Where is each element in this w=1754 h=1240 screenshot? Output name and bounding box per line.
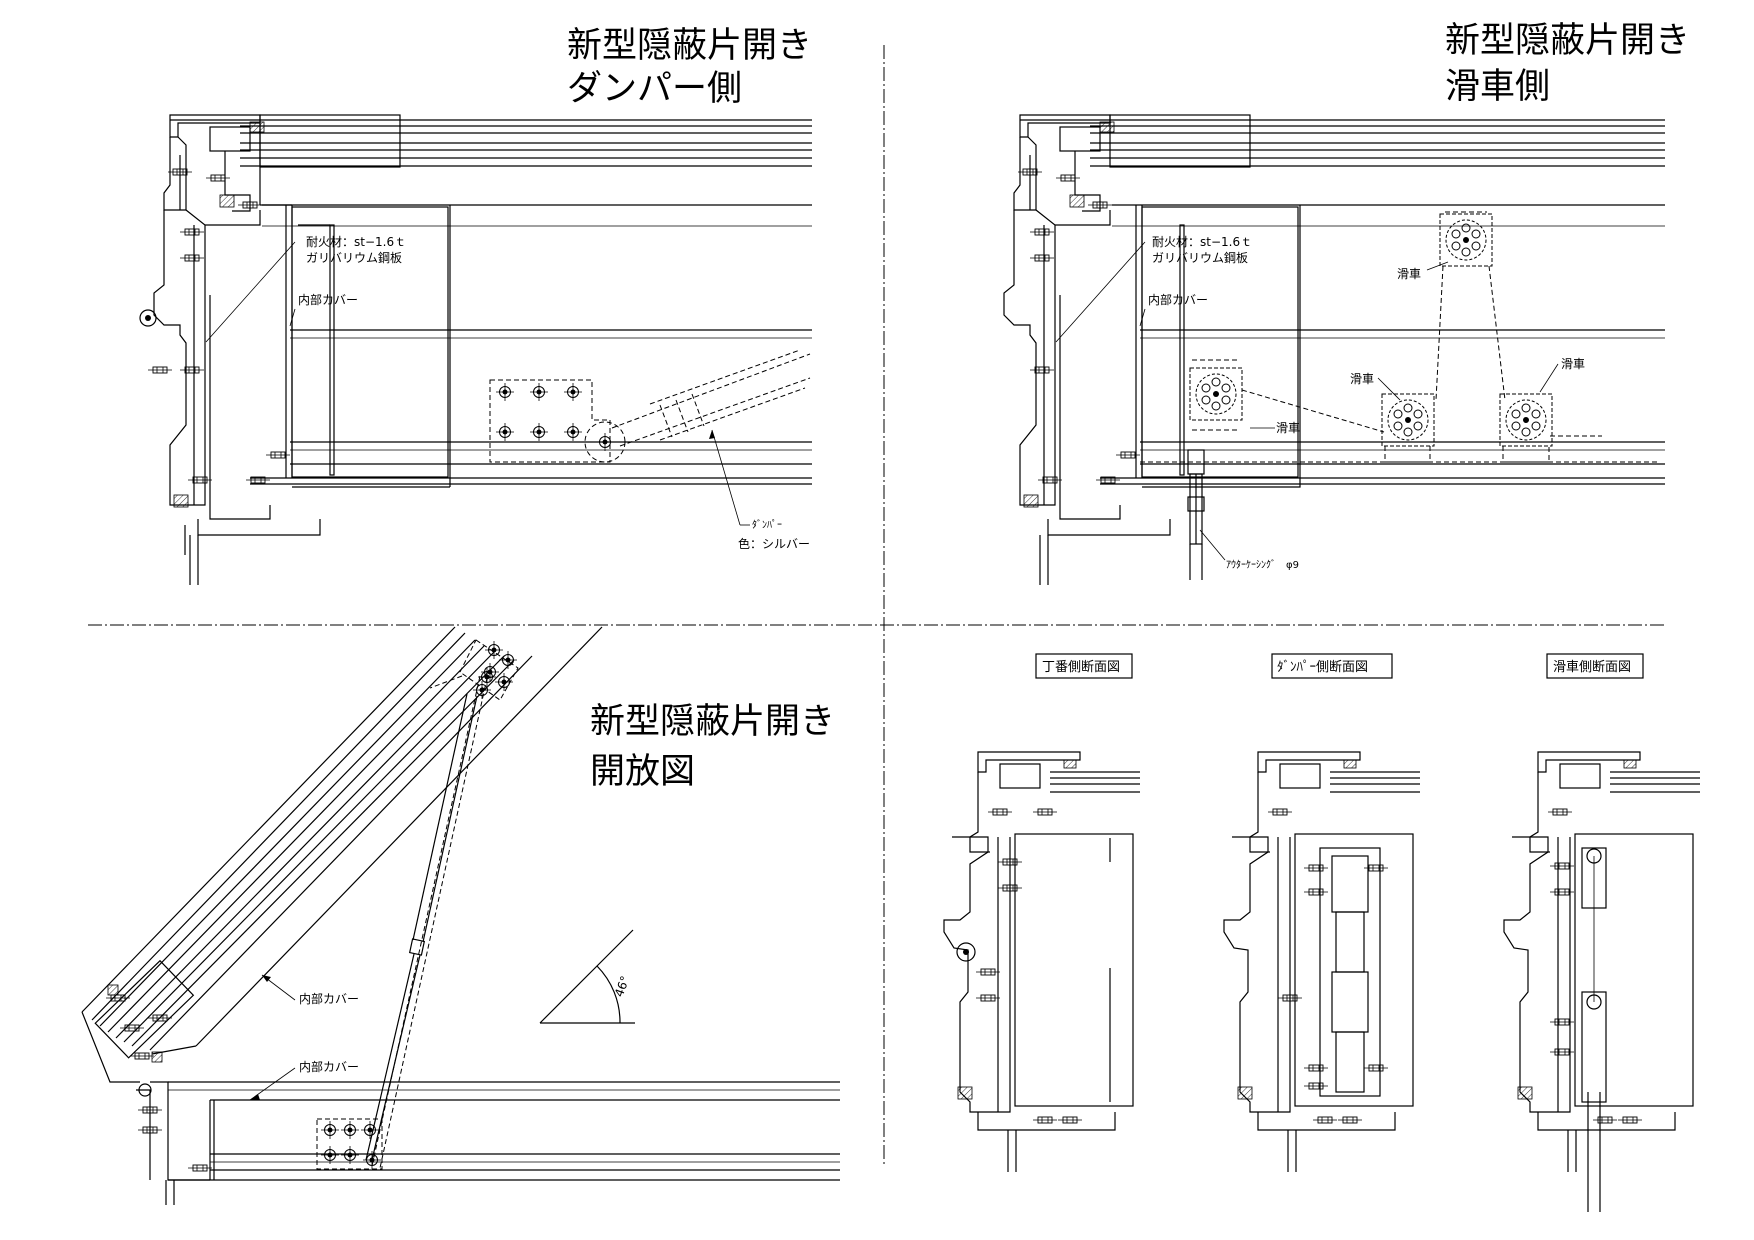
pulley-label-c: 滑車 <box>1276 421 1300 435</box>
damper-section <box>1223 751 1420 1172</box>
angle-indicator: 46° <box>539 929 635 1024</box>
svg-text:ﾀﾞﾝﾊﾟｰ側断面図: ﾀﾞﾝﾊﾟｰ側断面図 <box>1277 660 1368 675</box>
inner-cover-label: 内部カバー <box>298 292 358 307</box>
pulley-frame-profile <box>1003 114 1301 586</box>
pulley-cable <box>1140 265 1660 463</box>
title-top-right-line2: 滑車側 <box>1445 67 1550 107</box>
section-boxes: 丁番側断面図 ﾀﾞﾝﾊﾟｰ側断面図 滑車側断面図 <box>1035 653 1644 679</box>
open-sash-hardware <box>94 959 195 1063</box>
damper-cylinder <box>611 349 811 447</box>
pulley-inner-cover-label: 内部カバー <box>1148 292 1208 307</box>
box-hinge-section <box>1035 653 1133 679</box>
pulley-label-b: 滑車 <box>1350 372 1374 386</box>
fireproof-label-2: ガリバリウム鋼板 <box>306 251 402 265</box>
pulley-sash-glazing <box>1020 119 1665 485</box>
pulley-1 <box>1189 367 1243 421</box>
outer-casing <box>1187 449 1205 580</box>
box-damper-section <box>1271 653 1393 679</box>
svg-text:丁番側断面図: 丁番側断面図 <box>1042 660 1120 675</box>
svg-text:46°: 46° <box>612 974 632 999</box>
damper-bracket-plate <box>489 379 626 463</box>
outer-casing-label: ｱｳﾀｰｹｰｼﾝｸﾞ φ9 <box>1226 559 1299 571</box>
damper-frame-profile <box>153 114 451 586</box>
box-pulley-section <box>1546 653 1644 679</box>
pulley-label-d: 滑車 <box>1561 357 1585 371</box>
damper-side-section: 耐火材：st−1.6ｔ ガリバリウム鋼板 内部カバー ﾀﾞﾝﾊﾟｰ 色：シルバー <box>139 114 812 586</box>
hinge-section <box>943 751 1140 1172</box>
open-sash <box>81 626 603 1083</box>
title-bottom-left-line2: 開放図 <box>590 752 695 792</box>
pulley-3 <box>1381 393 1435 447</box>
pulley-label-a: 滑車 <box>1397 267 1421 281</box>
open-damper <box>365 675 488 1169</box>
open-view: 46° 内部カバー 内部カバー <box>81 626 840 1205</box>
pulley-fireproof-label-1: 耐火材：st−1.6ｔ <box>1152 235 1252 249</box>
pulley-fireproof-label-2: ガリバリウム鋼板 <box>1152 251 1248 265</box>
title-top-left-line2: ダンパー側 <box>567 69 742 109</box>
pulley-4 <box>1499 393 1553 447</box>
fireproof-label-1: 耐火材：st−1.6ｔ <box>306 235 406 249</box>
open-bottom-bracket <box>316 1118 383 1170</box>
open-inner-cover-label-1: 内部カバー <box>299 991 359 1006</box>
open-top-bracket <box>459 639 519 701</box>
open-inner-cover-label-2: 内部カバー <box>299 1059 359 1074</box>
svg-text:滑車側断面図: 滑車側断面図 <box>1553 660 1631 675</box>
open-frame <box>136 1081 840 1205</box>
title-top-left-line1: 新型隠蔽片開き <box>567 26 812 66</box>
damper-color-label: 色：シルバー <box>738 537 810 551</box>
title-bottom-left-line1: 新型隠蔽片開き <box>590 702 835 742</box>
title-top-right-line1: 新型隠蔽片開き <box>1445 21 1690 61</box>
damper-label: ﾀﾞﾝﾊﾟｰ <box>752 519 782 531</box>
pulley-side-section: 耐火材：st−1.6ｔ ガリバリウム鋼板 内部カバー 滑車 滑車 滑車 滑車 ｱ… <box>1003 114 1665 586</box>
sash-glazing <box>170 119 812 485</box>
pulley-section <box>1503 751 1700 1212</box>
pulley-2 <box>1439 213 1493 267</box>
